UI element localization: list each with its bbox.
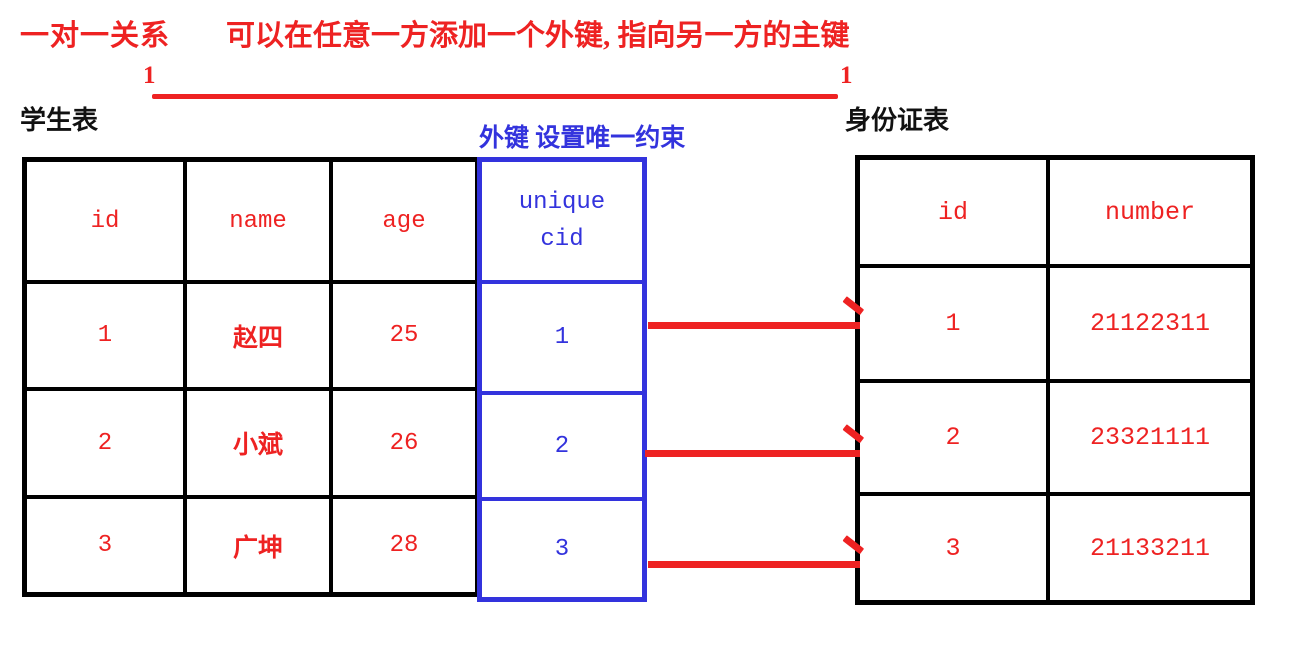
cid-row1-value: 1 [482, 284, 642, 395]
student-table: id name age 1 赵四 25 2 小斌 26 3 广坤 28 [22, 157, 480, 597]
idcard-row2-number: 23321111 [1050, 383, 1250, 496]
student-row2-age: 26 [333, 391, 475, 499]
student-row3-id: 3 [27, 499, 187, 592]
foreign-key-annotation: 外键 设置唯一约束 [479, 125, 686, 152]
relation-type-title: 一对一关系 [20, 20, 171, 52]
arrow-right-icon-row2 [645, 450, 860, 457]
student-row1-name: 赵四 [187, 284, 333, 391]
student-header-name: name [187, 162, 333, 284]
cid-header-cell: unique cid [482, 162, 642, 284]
student-row3-name: 广坤 [187, 499, 333, 592]
idcard-row2-id: 2 [860, 383, 1050, 496]
cardinality-right: 1 [840, 62, 853, 89]
idcard-row1-id: 1 [860, 268, 1050, 383]
student-row1-age: 25 [333, 284, 475, 391]
idcard-table: id number 1 21122311 2 23321111 3 211332… [855, 155, 1255, 605]
cid-header-label: cid [540, 226, 584, 253]
idcard-row1-number: 21122311 [1050, 268, 1250, 383]
cardinality-left: 1 [143, 62, 156, 89]
right-table-caption: 身份证表 [845, 106, 950, 135]
cid-row2-value: 2 [482, 395, 642, 501]
student-row2-id: 2 [27, 391, 187, 499]
student-header-id: id [27, 162, 187, 284]
idcard-header-id: id [860, 160, 1050, 268]
student-row1-id: 1 [27, 284, 187, 391]
idcard-row3-number: 21133211 [1089, 533, 1211, 563]
idcard-row3-id: 3 [860, 496, 1050, 600]
arrow-right-icon-row3 [648, 561, 860, 568]
student-row2-name: 小斌 [187, 391, 333, 499]
relationship-line [152, 94, 838, 99]
cid-row3-value: 3 [554, 535, 570, 563]
idcard-header-number: number [1050, 160, 1250, 268]
student-row3-age: 28 [389, 532, 419, 559]
student-header-age: age [333, 162, 475, 284]
foreign-key-column: unique cid 1 2 3 [477, 157, 647, 602]
left-table-caption: 学生表 [20, 106, 99, 135]
arrow-right-icon-row1 [648, 322, 860, 329]
relation-note-text: 可以在任意一方添加一个外键, 指向另一方的主键 [226, 20, 850, 52]
cid-unique-constraint: unique [518, 188, 606, 216]
